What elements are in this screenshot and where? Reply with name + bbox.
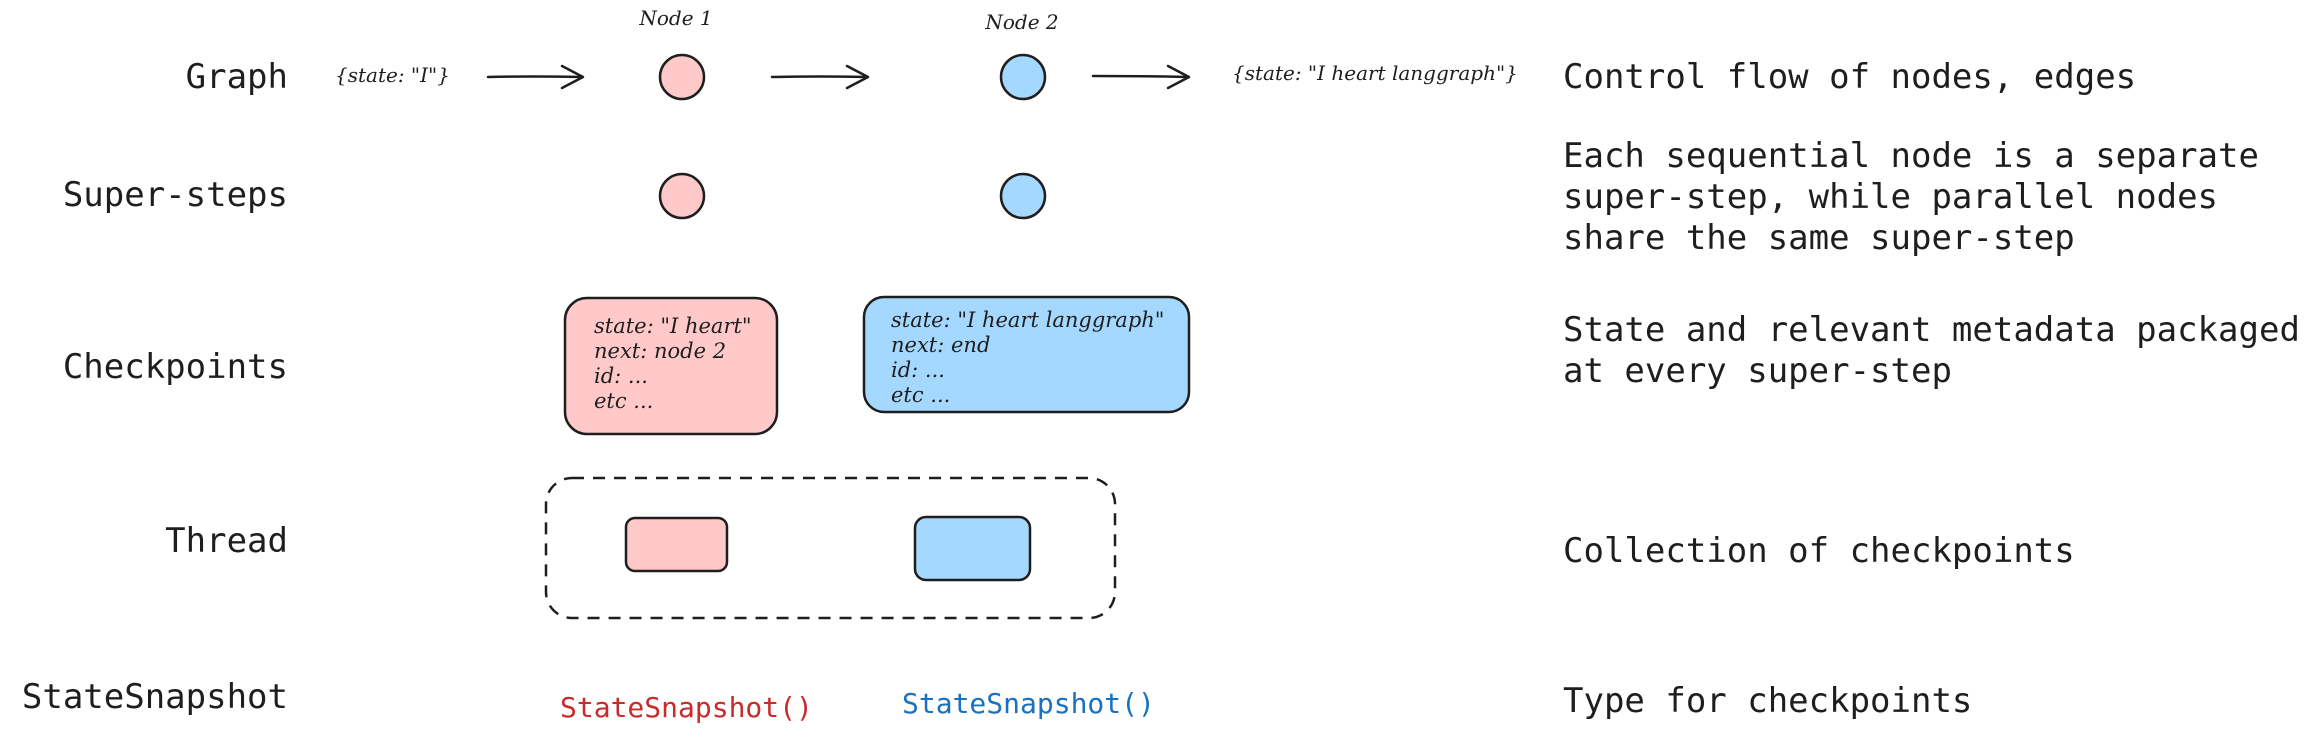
checkpoint-node2-etc: etc ...	[891, 383, 950, 407]
description-supersteps-line1: Each sequential node is a separate	[1563, 136, 2259, 176]
checkpoint-node1-etc: etc ...	[594, 389, 653, 413]
graph-output-state: {state: "I heart langgraph"}	[1232, 61, 1518, 85]
node2-label: Node 2	[984, 10, 1058, 34]
description-supersteps-line2: super-step, while parallel nodes	[1563, 177, 2218, 217]
checkpoint-node1-state: state: "I heart"	[594, 314, 752, 338]
checkpoint-node1-id: id: ...	[594, 364, 648, 388]
checkpoint-node1: state: "I heart" next: node 2 id: ... et…	[563, 296, 779, 436]
thread-container	[544, 476, 1117, 620]
arrow-input-to-node1	[486, 64, 585, 90]
checkpoint-node2-next: next: end	[891, 333, 990, 357]
thread-checkpoint-node2	[913, 515, 1032, 582]
superstep-node1	[658, 172, 706, 220]
arrow-node1-to-node2	[770, 64, 870, 90]
arrow-node2-to-output	[1091, 64, 1191, 90]
checkpoint-node1-next: next: node 2	[594, 339, 726, 363]
statesnapshot-node2: StateSnapshot()	[902, 687, 1155, 720]
description-checkpoints-line1: State and relevant metadata packaged	[1563, 310, 2300, 350]
description-checkpoints-line2: at every super-step	[1563, 351, 1952, 391]
description-supersteps-line3: share the same super-step	[1563, 218, 2075, 258]
graph-node2	[999, 53, 1047, 101]
graph-input-state: {state: "I"}	[335, 63, 450, 87]
checkpoint-node2-state: state: "I heart langgraph"	[891, 308, 1164, 332]
row-label-statesnapshot: StateSnapshot	[22, 677, 288, 717]
node1-label: Node 1	[638, 6, 712, 30]
row-label-checkpoints: Checkpoints	[63, 347, 288, 387]
description-statesnapshot: Type for checkpoints	[1563, 681, 1972, 721]
checkpoint-node2-id: id: ...	[891, 358, 945, 382]
checkpoint-node2: state: "I heart langgraph" next: end id:…	[862, 295, 1191, 414]
statesnapshot-node1: StateSnapshot()	[560, 691, 813, 724]
thread-checkpoint-node1	[624, 516, 729, 573]
description-thread: Collection of checkpoints	[1563, 531, 2075, 571]
graph-node1	[658, 53, 706, 101]
row-label-graph: Graph	[186, 57, 288, 97]
row-label-supersteps: Super-steps	[63, 175, 288, 215]
description-graph: Control flow of nodes, edges	[1563, 57, 2136, 97]
row-label-thread: Thread	[165, 521, 288, 561]
superstep-node2	[999, 172, 1047, 220]
